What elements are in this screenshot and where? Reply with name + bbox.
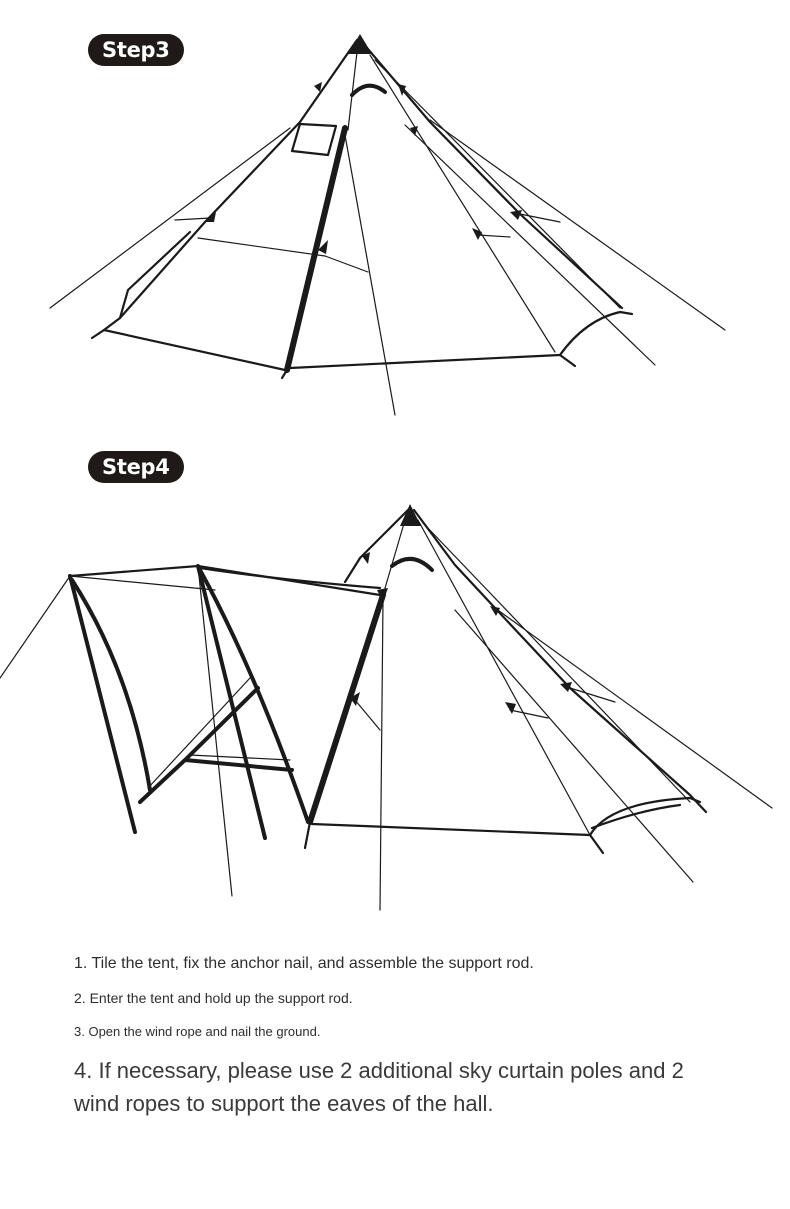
instruction-step-1: 1. Tile the tent, fix the anchor nail, a… — [74, 955, 534, 972]
instruction-step-4: 4. If necessary, please use 2 additional… — [74, 1058, 684, 1116]
step3-badge: Step3 — [88, 34, 184, 66]
tepee-tent-with-canopy-icon — [0, 430, 790, 920]
instruction-step-2: 2. Enter the tent and hold up the suppor… — [74, 990, 353, 1006]
instructions-list: 1. Tile the tent, fix the anchor nail, a… — [74, 952, 734, 1120]
tepee-tent-pitched-icon — [0, 0, 790, 430]
step4-badge: Step4 — [88, 451, 184, 483]
instruction-step-3: 3. Open the wind rope and nail the groun… — [74, 1024, 321, 1039]
